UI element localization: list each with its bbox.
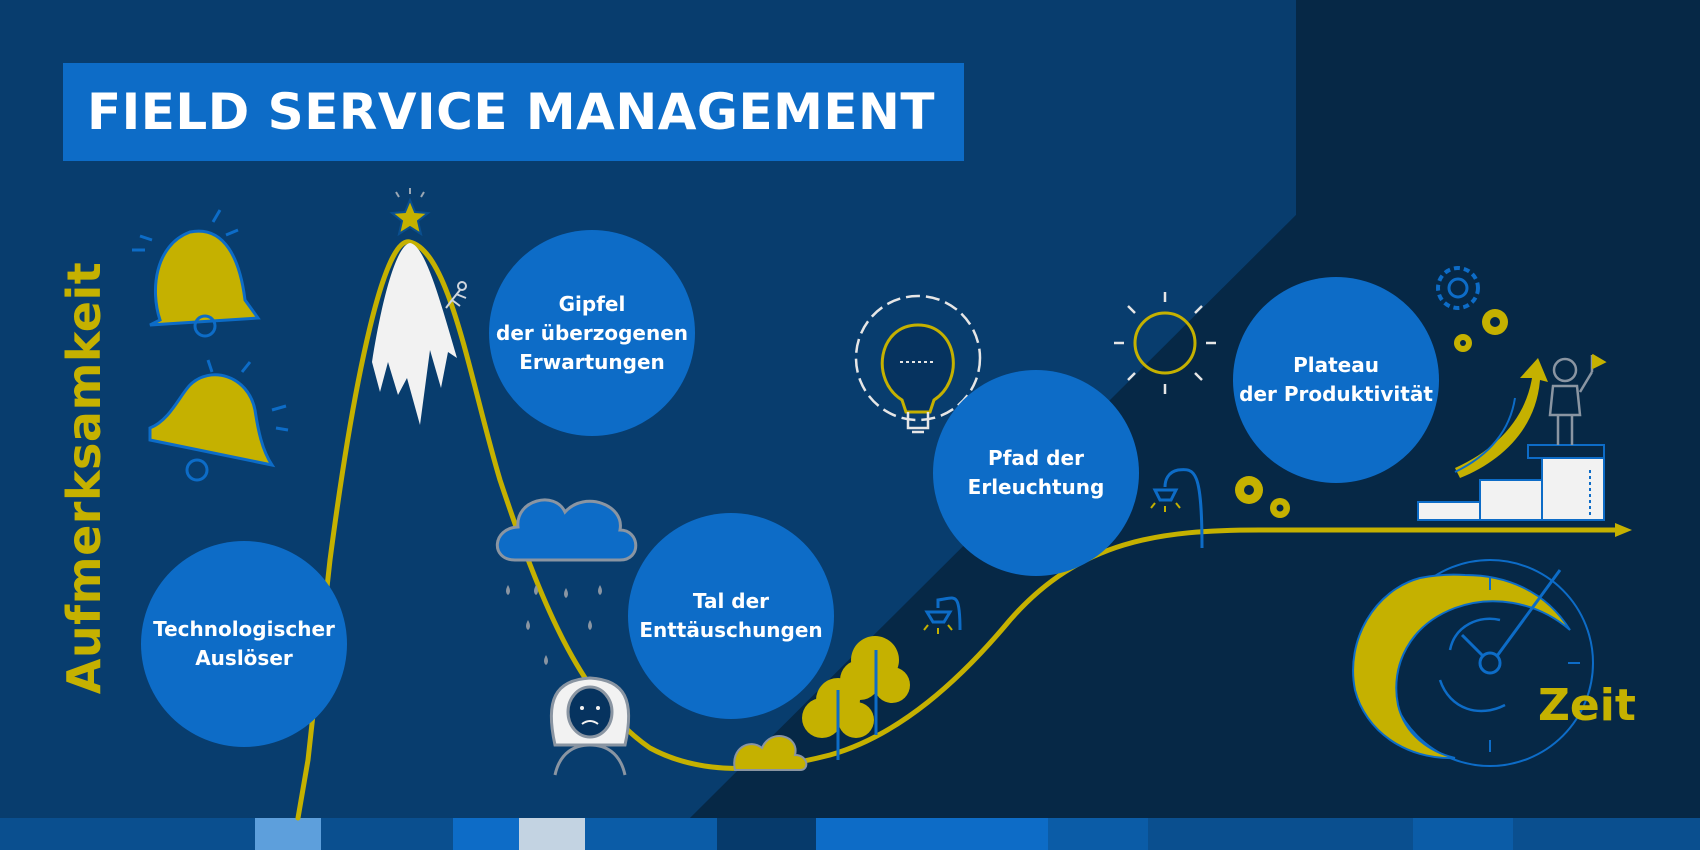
bell-icon — [132, 209, 261, 338]
gear-icon — [1270, 498, 1290, 518]
gear-icon — [1436, 266, 1480, 310]
phase-slope-of-enlightenment: Pfad der Erleuchtung — [933, 370, 1139, 576]
page-title: FIELD SERVICE MANAGEMENT — [63, 63, 964, 161]
person-flag-icon — [1548, 353, 1607, 445]
gear-icon — [1454, 334, 1472, 352]
bush-icon — [733, 735, 808, 771]
arrow-up-icon — [1454, 358, 1548, 478]
clock-icon — [1352, 559, 1594, 767]
phase-label: Technologischer Auslöser — [153, 617, 335, 670]
x-axis-label: Zeit — [1538, 680, 1636, 731]
gear-icon — [1482, 309, 1508, 335]
sad-person-icon — [549, 676, 631, 776]
phase-plateau-of-productivity: Plateau der Produktivität — [1233, 277, 1439, 483]
sun-icon — [1114, 292, 1216, 394]
bottom-stripe — [0, 818, 1700, 850]
rain-cloud-icon — [495, 498, 638, 665]
phase-technological-trigger: Technologischer Auslöser — [141, 541, 347, 747]
phase-label: Pfad der Erleuchtung — [967, 446, 1105, 499]
bell-icon — [148, 359, 289, 482]
stairs-icon — [1417, 444, 1605, 521]
tree-icon — [802, 636, 910, 760]
lamp-icon — [923, 596, 962, 634]
mountain-icon — [372, 243, 457, 425]
phase-label: Tal der Enttäuschungen — [639, 589, 823, 642]
star-icon — [389, 188, 431, 237]
climber-icon — [445, 281, 467, 309]
phase-peak-of-inflated-expectations: Gipfel der überzogenen Erwartungen — [489, 230, 695, 436]
phase-label: Plateau der Produktivität — [1239, 353, 1433, 406]
phase-trough-of-disillusionment: Tal der Enttäuschungen — [628, 513, 834, 719]
lightbulb-gear-icon — [854, 294, 982, 434]
phase-label: Gipfel der überzogenen Erwartungen — [496, 291, 688, 374]
y-axis-label-text: Aufmerksamkeit — [57, 261, 111, 695]
gear-icon — [1235, 476, 1263, 504]
curve-arrowhead — [1615, 523, 1632, 537]
lamp-icon — [1150, 468, 1204, 549]
